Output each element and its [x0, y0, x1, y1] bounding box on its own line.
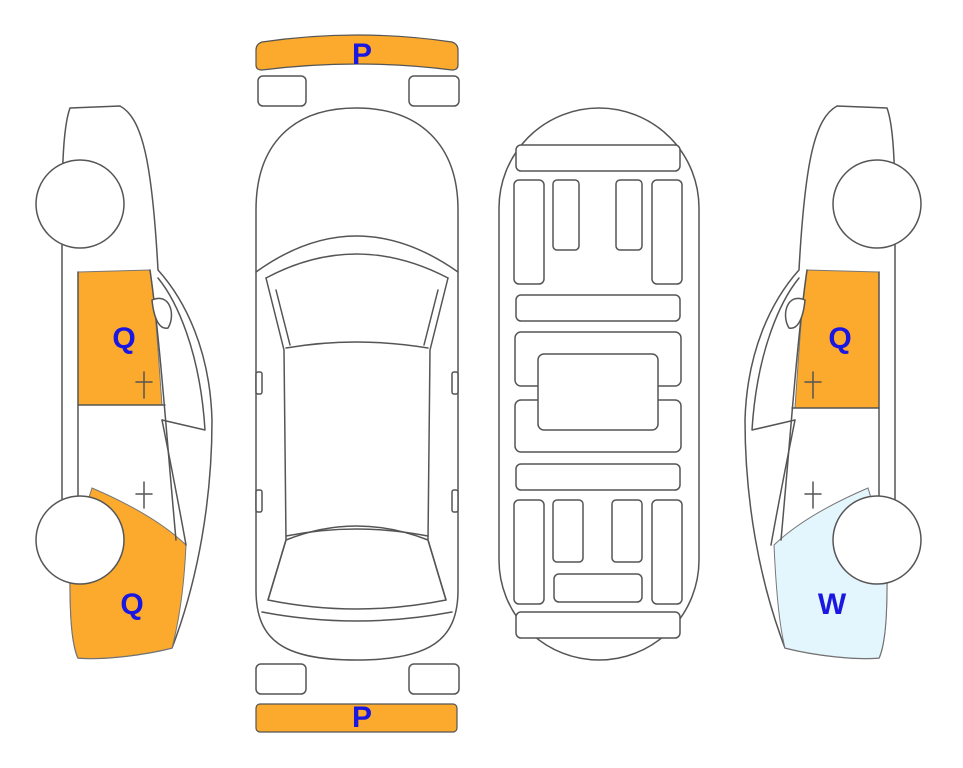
underside-front-right-inner: [615, 179, 643, 251]
front-bumper-group: P: [255, 34, 460, 107]
handle-left-rear: [255, 489, 263, 513]
rear-bumper-group: P: [255, 663, 460, 734]
right-front-handle: [804, 371, 822, 399]
windshield-top: [265, 253, 449, 279]
underside-rear-right-rail: [651, 499, 683, 605]
headlight-right: [408, 75, 460, 107]
left-rear-handle: [135, 481, 153, 509]
taillight-left: [255, 663, 307, 695]
handle-right-rear: [451, 489, 459, 513]
underside-front-bar: [515, 144, 681, 172]
underside-front-left-inner: [552, 179, 580, 251]
front-bumper-panel[interactable]: [255, 34, 459, 71]
car-top-view: [255, 107, 459, 661]
underside-rear-left-rail: [513, 499, 545, 605]
car-right-side-view: Q W: [744, 105, 922, 660]
left-front-wheel: [35, 159, 125, 249]
rear-bumper-panel[interactable]: [255, 703, 458, 733]
front-bumper-label: P: [352, 38, 372, 71]
underside-rear-right-inner: [611, 499, 643, 563]
right-front-door-label: Q: [828, 322, 851, 355]
left-rear-quarter-label: Q: [120, 588, 143, 621]
right-window-frame-2: [770, 419, 796, 546]
taillight-right: [408, 663, 460, 695]
left-rear-wheel: [35, 495, 125, 585]
right-rear-quarter-label: W: [818, 588, 847, 621]
right-mirror: [784, 297, 806, 329]
left-inner-window: [275, 289, 291, 346]
right-inner-window: [423, 289, 439, 346]
left-front-handle: [135, 371, 153, 399]
rear-bumper-label: P: [352, 701, 372, 734]
mirror-left: [255, 371, 263, 395]
left-b-pillar: [149, 269, 177, 541]
car-underside-view: [498, 107, 700, 661]
car-left-side-view: Q Q: [35, 105, 213, 660]
underside-rear-left-inner: [552, 499, 584, 563]
underside-rear-box: [553, 573, 643, 603]
underside-center-tank: [537, 353, 659, 431]
underside-front-right-rail: [651, 179, 683, 285]
underside-crossmember-2: [515, 463, 681, 491]
left-window-frame: [157, 277, 206, 431]
top-view-body: [255, 107, 459, 661]
left-window-frame-2: [161, 419, 187, 546]
right-rear-handle: [804, 481, 822, 509]
hood-line: [255, 235, 459, 273]
underside-rear-bar: [515, 611, 681, 639]
mirror-right: [451, 371, 459, 395]
right-window-frame: [751, 277, 800, 431]
roof-front: [285, 341, 429, 349]
trunk-line: [261, 611, 453, 622]
left-mirror: [151, 297, 173, 329]
rear-window: [267, 525, 447, 610]
headlight-left: [257, 75, 307, 107]
right-b-pillar: [780, 269, 808, 541]
underside-front-left-rail: [513, 179, 545, 285]
underside-crossmember-1: [515, 294, 681, 322]
left-front-door-label: Q: [112, 322, 135, 355]
roof-rear: [285, 528, 429, 537]
right-rear-wheel: [832, 495, 922, 585]
right-front-wheel: [832, 159, 922, 249]
